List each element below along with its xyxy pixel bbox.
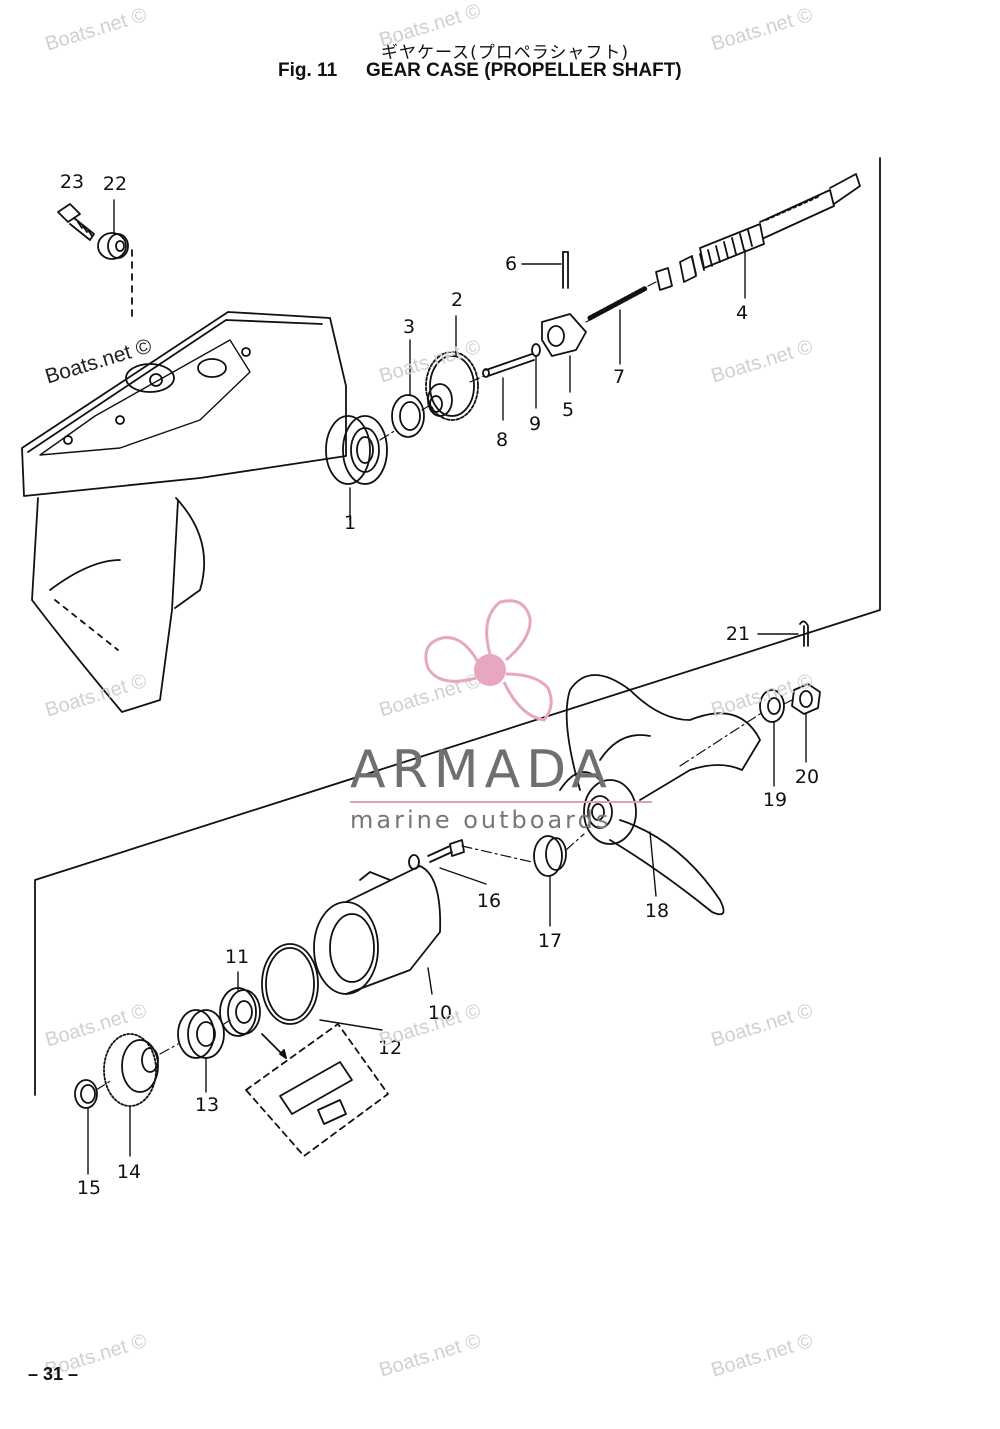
callout-11: 11 bbox=[224, 946, 250, 968]
oil-seal-11 bbox=[219, 987, 261, 1037]
callout-10: 10 bbox=[427, 1002, 453, 1024]
bearing-1 bbox=[325, 415, 388, 485]
callout-21: 21 bbox=[725, 623, 751, 645]
bearing-housing-10 bbox=[313, 865, 442, 995]
gear-2 bbox=[425, 351, 479, 421]
callout-3: 3 bbox=[402, 316, 416, 338]
callout-15: 15 bbox=[76, 1177, 102, 1199]
bolt-23 bbox=[57, 203, 95, 241]
brand-tagline: marine outboards bbox=[350, 806, 612, 834]
spacer-17 bbox=[533, 835, 567, 877]
figure-title: Fig. 11 GEAR CASE (PROPELLER SHAFT) bbox=[278, 60, 682, 82]
callout-7: 7 bbox=[612, 366, 626, 388]
callout-22: 22 bbox=[102, 173, 128, 195]
washer-19 bbox=[759, 689, 785, 723]
assembly-axis-lines bbox=[95, 281, 793, 1091]
callout-23: 23 bbox=[59, 171, 85, 193]
propeller-shaft-4 bbox=[655, 173, 861, 291]
brand-name: ARMADA bbox=[350, 740, 613, 800]
callout-19: 19 bbox=[762, 789, 788, 811]
spring-9 bbox=[531, 343, 541, 357]
propeller-18 bbox=[559, 674, 761, 916]
callout-12: 12 bbox=[377, 1037, 403, 1059]
callout-6: 6 bbox=[504, 253, 518, 275]
gear-case-housing bbox=[21, 311, 347, 713]
callout-16: 16 bbox=[476, 890, 502, 912]
armada-propeller-logo-icon bbox=[424, 599, 553, 722]
plunger-8 bbox=[482, 353, 535, 378]
shim-15 bbox=[74, 1079, 98, 1109]
title-japanese: ギヤケース(プロペラシャフト) bbox=[380, 43, 630, 63]
callout-4: 4 bbox=[735, 302, 749, 324]
leader-lines bbox=[87, 199, 807, 1175]
callout-14: 14 bbox=[116, 1161, 142, 1183]
bearing-13 bbox=[177, 1009, 225, 1059]
callout-1: 1 bbox=[343, 512, 357, 534]
page-number: – 31 – bbox=[28, 1364, 79, 1384]
figure-caption: GEAR CASE (PROPELLER SHAFT) bbox=[366, 60, 682, 81]
gear-14 bbox=[103, 1033, 159, 1107]
cotter-pin-21 bbox=[799, 620, 809, 647]
pin-6 bbox=[562, 251, 569, 289]
clutch-5 bbox=[541, 313, 587, 357]
callout-5: 5 bbox=[561, 399, 575, 421]
callout-18: 18 bbox=[644, 900, 670, 922]
spring-7 bbox=[587, 285, 649, 321]
callout-17: 17 bbox=[537, 930, 563, 952]
special-tool-inset bbox=[245, 1023, 389, 1157]
frame-outline bbox=[34, 157, 881, 1096]
callout-8: 8 bbox=[495, 429, 509, 451]
figure-number: Fig. 11 bbox=[278, 60, 338, 81]
callout-13: 13 bbox=[194, 1094, 220, 1116]
callout-9: 9 bbox=[528, 413, 542, 435]
nut-20 bbox=[791, 683, 821, 715]
brand-divider bbox=[350, 801, 652, 803]
callout-20: 20 bbox=[794, 766, 820, 788]
o-ring-12 bbox=[261, 943, 319, 1025]
washer-22 bbox=[97, 232, 129, 260]
callout-2: 2 bbox=[450, 289, 464, 311]
shim-3 bbox=[391, 394, 425, 438]
bolt-16 bbox=[408, 839, 465, 870]
